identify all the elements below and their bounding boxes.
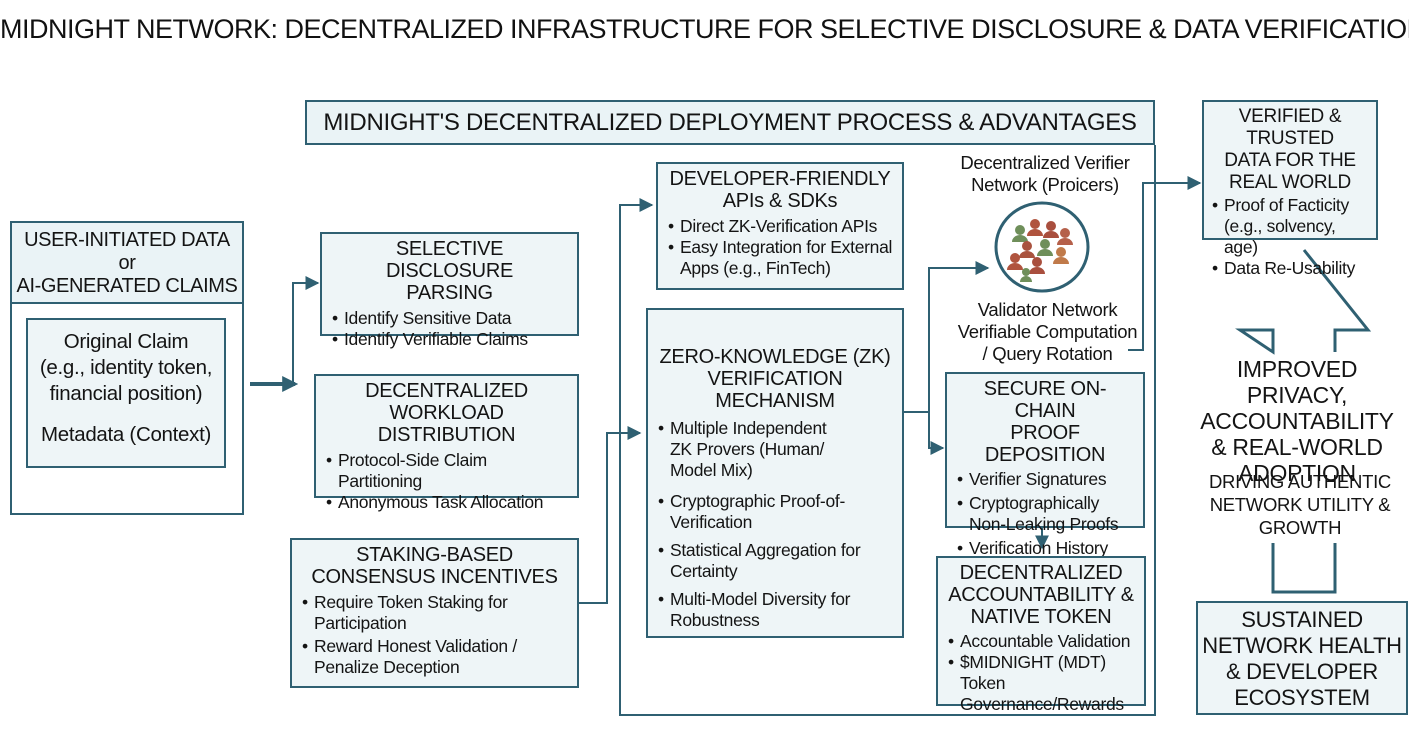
big-up-arrow [1235,249,1372,594]
arrow-to-verified [1128,176,1202,351]
list-item: $MIDNIGHT (MDT) Token [948,652,1136,694]
list-item: Cryptographic Proof-of- [658,491,894,512]
list-item: Multiple Independent [658,418,894,439]
list-item: Identify Sensitive Data [332,308,569,329]
arrow-to-parsing [278,276,320,385]
verifier-network-label: Decentralized Verifier Network (Proicers… [960,152,1130,195]
deployment-frame [619,145,1156,716]
list-item: Verification History [957,538,1135,559]
arrow-zk-to-onchain [904,411,945,455]
zk-mechanism-box: ZERO-KNOWLEDGE (ZK)VERIFICATION MECHANIS… [646,308,904,638]
validator-network-label: Validator Network Verifiable Computation… [957,299,1138,364]
list-item: Multi-Model Diversity for [658,589,894,610]
deployment-banner: MIDNIGHT'S DECENTRALIZED DEPLOYMENT PROC… [305,100,1155,145]
metadata-label: Metadata (Context) [40,423,212,446]
list-item: Require Token Staking for [302,592,569,613]
list-item: Easy Integration for External [668,237,894,258]
list-item: Reward Honest Validation / [302,636,569,657]
input-box: USER-INITIATED DATA or AI-GENERATED CLAI… [10,221,244,515]
list-item: Proof of Facticity [1212,195,1370,216]
zk-heading: ZERO-KNOWLEDGE (ZK)VERIFICATION MECHANIS… [659,346,891,412]
people-group-icon [993,200,1091,294]
list-item: Direct ZK-Verification APIs [668,216,894,237]
list-item: Verifier Signatures [957,469,1135,490]
list-item: Cryptographically [957,493,1135,514]
list-item: Identify Verifiable Claims [332,329,569,350]
driving-utility-label: DRIVING AUTHENTIC NETWORK UTILITY & GROW… [1209,471,1391,538]
sustained-health-box: SUSTAINED NETWORK HEALTH & DEVELOPER ECO… [1196,601,1408,715]
list-item: Anonymous Task Allocation [326,492,569,513]
input-heading: USER-INITIATED DATA or AI-GENERATED CLAI… [12,223,242,304]
improved-privacy-heading: IMPROVED PRIVACY, ACCOUNTABILITY & REAL-… [1185,356,1409,486]
arrow-staking-to-zk [578,426,642,604]
list-item: Statistical Aggregation for [658,540,894,561]
page-title: MIDNIGHT NETWORK: DECENTRALIZED INFRASTR… [0,14,1409,44]
list-item: Data Re-Usability [1212,258,1370,279]
list-item: Protocol-Side Claim [326,450,569,471]
original-claim-box: Original Claim (e.g., identity token, fi… [26,318,226,468]
arrow-to-apis [619,198,654,433]
list-item: Accountable Validation [948,631,1136,652]
arrow-to-verifier [928,261,990,412]
